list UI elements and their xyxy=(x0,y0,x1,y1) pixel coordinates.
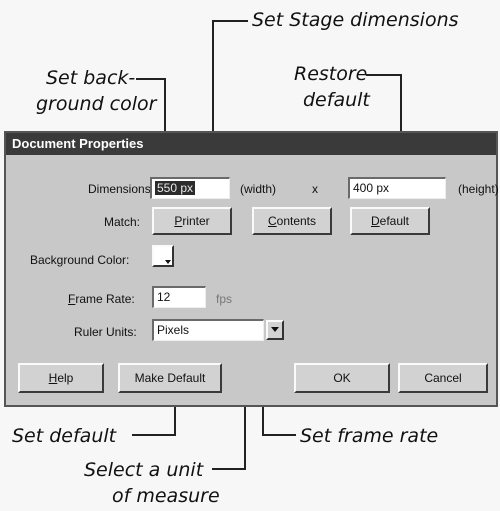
triangle-down-icon xyxy=(165,260,171,264)
chevron-down-icon xyxy=(271,327,279,332)
callout-set-default: Set default xyxy=(12,425,117,447)
make-default-button[interactable]: Make Default xyxy=(118,363,222,393)
leader-line xyxy=(136,78,166,80)
frame-rate-label: Frame Rate: xyxy=(68,292,135,306)
frame-rate-unit: fps xyxy=(216,292,233,306)
callout-set-background-color-line2: ground color xyxy=(36,93,157,115)
match-printer-button[interactable]: Printer xyxy=(152,207,232,235)
ruler-units-label: Ruler Units: xyxy=(74,325,137,339)
height-input[interactable]: 400 px xyxy=(348,177,446,199)
ruler-units-value: Pixels xyxy=(157,323,190,337)
ok-button[interactable]: OK xyxy=(294,363,390,393)
match-default-button[interactable]: Default xyxy=(350,207,430,235)
callout-set-stage-dimensions: Set Stage dimensions xyxy=(252,9,459,31)
callout-restore-default-line1: Restore xyxy=(294,63,368,85)
height-unit-label: (height) xyxy=(458,182,499,196)
width-value: 550 px xyxy=(155,181,196,195)
height-value: 400 px xyxy=(353,181,390,195)
match-contents-button[interactable]: Contents xyxy=(252,207,332,235)
callout-select-unit-line1: Select a unit xyxy=(84,459,204,481)
ruler-units-dropdown-button[interactable] xyxy=(266,320,284,340)
width-unit-label: (width) xyxy=(240,182,277,196)
help-button[interactable]: Help xyxy=(18,363,104,393)
background-color-label: Background Color: xyxy=(30,253,130,267)
cancel-button[interactable]: Cancel xyxy=(398,363,488,393)
background-color-swatch[interactable] xyxy=(152,245,174,267)
leader-line xyxy=(212,20,248,22)
leader-line xyxy=(366,74,402,76)
leader-line xyxy=(212,20,214,180)
callout-restore-default-line2: default xyxy=(303,89,370,111)
dialog-titlebar: Document Properties xyxy=(6,133,496,155)
leader-line xyxy=(262,434,296,436)
width-input[interactable]: 550 px xyxy=(150,177,230,199)
frame-rate-input[interactable]: 12 xyxy=(152,286,206,308)
callout-set-frame-rate: Set frame rate xyxy=(300,425,439,447)
times-label: x xyxy=(312,182,318,196)
leader-line xyxy=(212,468,246,470)
leader-line xyxy=(174,392,176,436)
match-label: Match: xyxy=(104,215,141,229)
document-properties-dialog: Document Properties Dimensions: 550 px (… xyxy=(4,131,499,407)
callout-select-unit-line2: of measure xyxy=(112,485,220,507)
dimensions-label: Dimensions: xyxy=(88,182,155,196)
leader-line xyxy=(132,434,176,436)
ruler-units-select[interactable]: Pixels xyxy=(152,319,264,341)
callout-set-background-color-line1: Set back- xyxy=(46,67,136,89)
frame-rate-value: 12 xyxy=(157,290,171,304)
